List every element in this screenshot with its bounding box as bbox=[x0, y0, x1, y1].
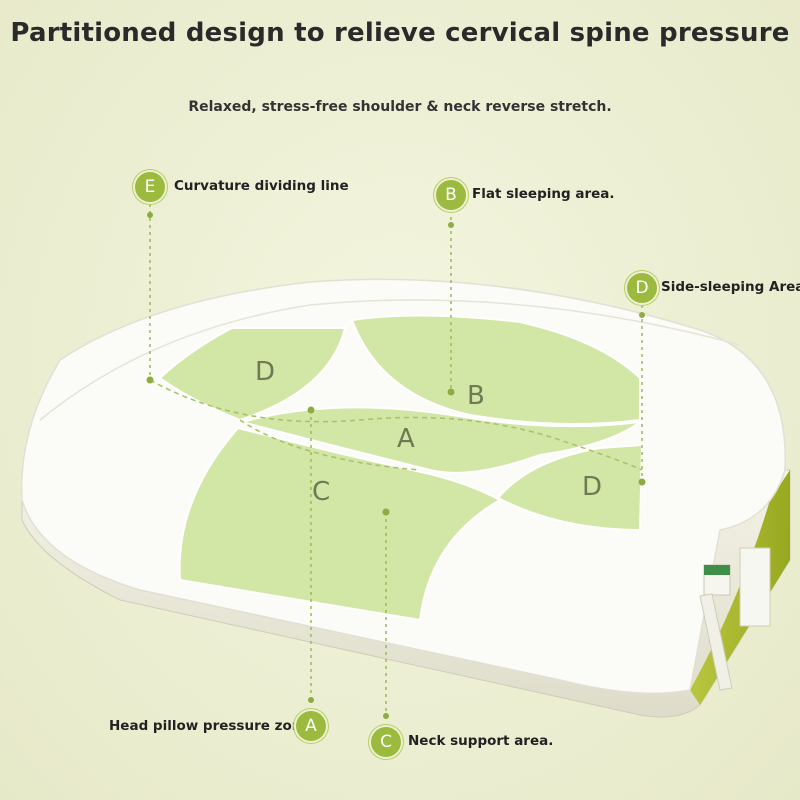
badge-d: D bbox=[627, 273, 657, 303]
zone-letter-d-left: D bbox=[255, 357, 275, 387]
zone-letter-b: B bbox=[467, 381, 485, 411]
label-curvature-dividing-line: Curvature dividing line bbox=[174, 178, 349, 194]
badge-a: A bbox=[296, 711, 326, 741]
badge-c: C bbox=[371, 727, 401, 757]
zone-d-right bbox=[496, 443, 644, 532]
zone-c bbox=[178, 426, 503, 622]
label-flat-sleeping-area: Flat sleeping area. bbox=[472, 186, 615, 202]
care-tag-ribbon bbox=[699, 593, 733, 691]
zone-letter-d-right: D bbox=[582, 472, 602, 502]
label-neck-support-area: Neck support area. bbox=[408, 733, 554, 749]
care-tag-right bbox=[739, 547, 771, 627]
label-head-pillow-pressure-zone: Head pillow pressure zone bbox=[109, 718, 311, 734]
label-side-sleeping-area: Side-sleeping Area bbox=[661, 279, 800, 295]
badge-e: E bbox=[135, 172, 165, 202]
zone-letter-a: A bbox=[397, 424, 415, 454]
zone-b bbox=[350, 314, 641, 425]
badge-b: B bbox=[436, 180, 466, 210]
headline: Partitioned design to relieve cervical s… bbox=[10, 18, 790, 48]
subheadline: Relaxed, stress-free shoulder & neck rev… bbox=[188, 99, 612, 115]
zone-a-band bbox=[238, 406, 644, 474]
zone-letter-c: C bbox=[312, 477, 330, 507]
